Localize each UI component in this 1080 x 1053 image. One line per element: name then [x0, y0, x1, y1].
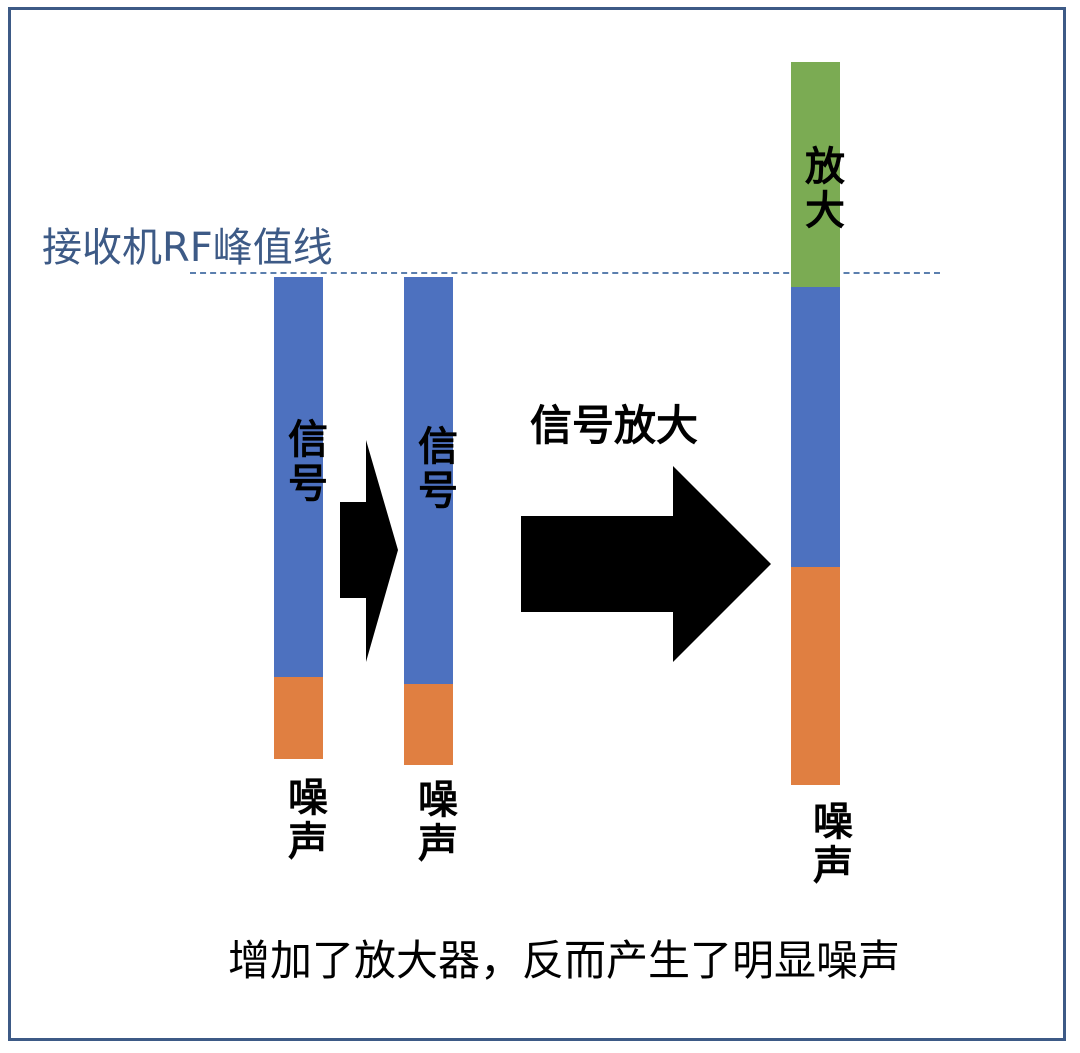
bar3-noise-label: 噪声 — [806, 800, 852, 888]
bar1-signal-segment — [274, 277, 323, 677]
bar3-signal-segment — [791, 287, 840, 567]
bar3-noise-segment — [791, 567, 840, 785]
big-arrow — [521, 466, 771, 662]
bar2-signal-label: 信号 — [411, 425, 457, 513]
bar2-signal-segment — [404, 277, 453, 684]
bar1-noise-label: 噪声 — [281, 776, 327, 864]
rf-peak-line — [190, 272, 940, 274]
bar2-noise-label: 噪声 — [411, 778, 457, 866]
small-arrow — [340, 440, 398, 662]
bar3-amplified-label: 放大 — [798, 145, 844, 233]
diagram-caption: 增加了放大器，反而产生了明显噪声 — [228, 936, 901, 985]
bar1-noise-segment — [274, 677, 323, 759]
rf-peak-line-label: 接收机RF峰值线 — [42, 225, 333, 271]
bar1-signal-label: 信号 — [281, 418, 327, 506]
bar2-noise-segment — [404, 684, 453, 765]
big-arrow-label: 信号放大 — [530, 401, 699, 450]
bar3-amplified-segment — [791, 62, 840, 287]
